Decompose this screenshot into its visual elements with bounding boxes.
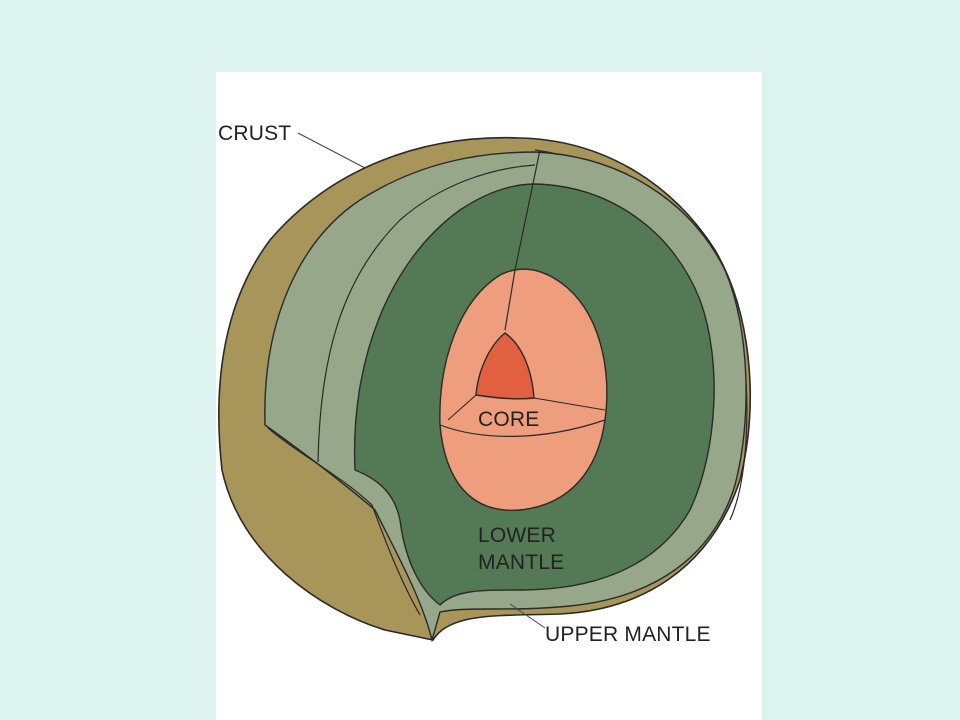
upper-mantle-label: UPPER MANTLE — [545, 623, 711, 646]
outer-core-radial-line — [504, 269, 516, 331]
core-label: CORE — [478, 408, 539, 431]
lower-mantle-label-line2: MANTLE — [478, 551, 564, 574]
upper-mantle-leader-line — [509, 603, 546, 629]
inner-core-layer — [475, 332, 535, 400]
crust-label: CRUST — [218, 122, 291, 145]
cut-line-top — [514, 149, 541, 271]
lower-mantle-label-line1: LOWER — [478, 524, 556, 547]
outer-core-cut-edge — [439, 419, 606, 437]
upper-mantle-cut-edge — [317, 164, 536, 463]
cutaway-notch — [267, 427, 421, 616]
inner-core-cut-line — [447, 394, 606, 421]
crust-leader-line — [297, 132, 366, 169]
